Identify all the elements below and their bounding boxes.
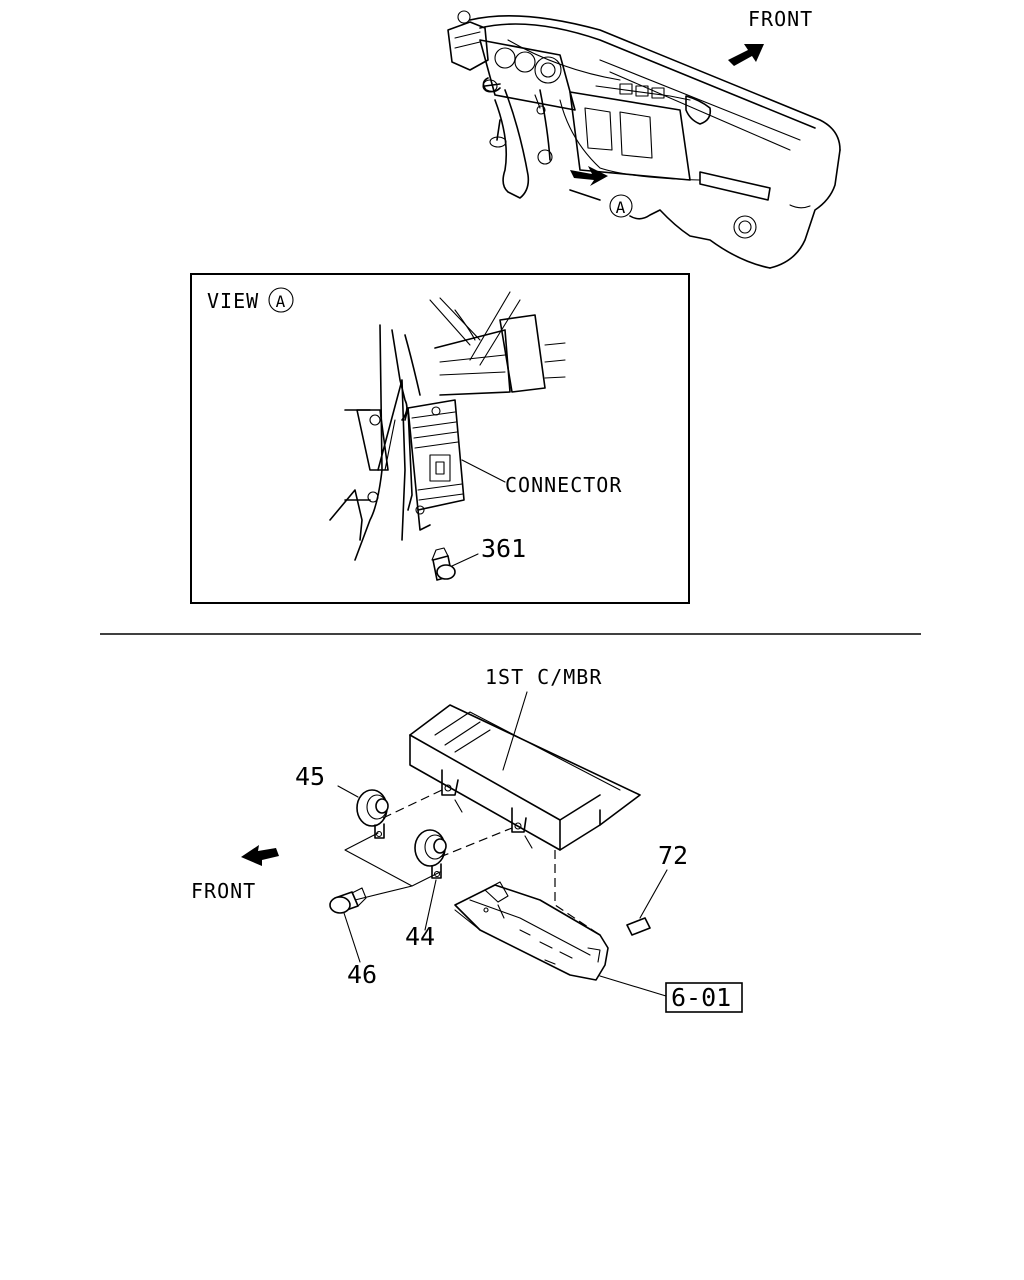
front-arrow-bottom [241,845,279,866]
mount-line-44 [439,827,513,858]
front-label-top: FRONT [748,7,813,31]
cross-member-leader [502,691,528,771]
bolt-361 [431,547,479,581]
mount-line-45 [382,789,443,819]
ref-box [665,982,743,1013]
view-a-arrow [570,166,608,186]
front-label-bottom: FRONT [191,879,256,903]
front-arrow-top [728,44,764,66]
view-a-marker: A [609,194,633,218]
connector-detail [329,291,566,561]
cross-member [409,704,641,851]
view-title-circle: A [268,287,294,313]
part-label-44: 44 [405,922,435,951]
bolt-pattern [344,832,441,887]
part-label-46: 46 [347,960,377,989]
part-label-72: 72 [658,841,688,870]
connector-label: CONNECTOR [505,473,622,497]
horn-45 [337,785,389,839]
cover-mount-line [554,850,601,936]
part-label-45: 45 [295,762,325,791]
bolt-46 [329,887,367,963]
horn-44 [414,829,447,931]
view-title: VIEW [207,289,259,313]
svg-text:A: A [276,292,287,311]
part-label-361: 361 [481,534,526,563]
ref-box-label: 6-01 [671,983,731,1012]
cross-member-label: 1ST C/MBR [485,665,602,689]
dashboard-illustration [447,10,841,269]
svg-text:A: A [616,198,627,217]
clip-72 [626,869,668,936]
under-cover [454,881,609,981]
ref-leader [599,975,667,997]
view-a-box [190,273,690,604]
